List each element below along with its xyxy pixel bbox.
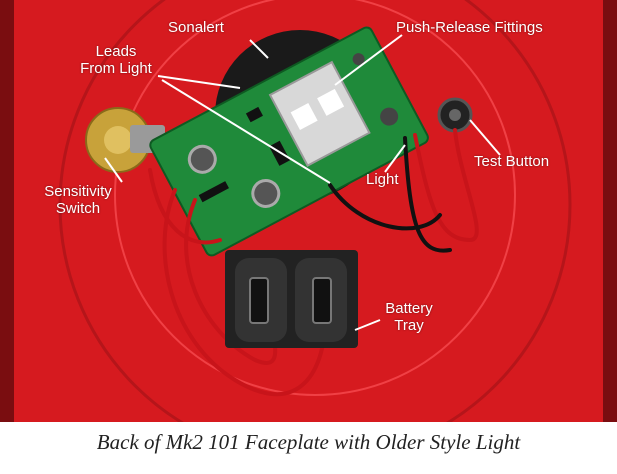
inner-ring	[114, 0, 516, 396]
sensitivity-switch-line-2: Switch	[55, 200, 101, 217]
battery-tray-line-2: Tray	[394, 317, 424, 334]
leads-from-light-line-2: From Light	[80, 60, 152, 77]
leads-from-light-line-1: Leads	[95, 43, 137, 60]
callout-lines	[104, 34, 501, 331]
battery-tray-label: Battery Tray	[374, 300, 444, 334]
battery-tray	[225, 250, 358, 348]
left-edge	[0, 0, 14, 422]
sensitivity-switch-line-1: Sensitivity	[44, 183, 112, 200]
circuit-board	[149, 26, 429, 257]
sensitivity-switch	[85, 107, 165, 173]
leads-from-light-label: Leads From Light	[66, 43, 166, 77]
outer-ring	[58, 0, 572, 422]
figure-caption: Back of Mk2 101 Faceplate with Older Sty…	[96, 430, 521, 454]
test-button	[437, 97, 473, 133]
right-edge	[603, 0, 617, 422]
sensitivity-switch-label: Sensitivity Switch	[28, 183, 128, 217]
light-label: Light	[366, 171, 399, 188]
push-release-fittings-label: Push-Release Fittings	[396, 19, 543, 36]
battery-tray-line-1: Battery	[385, 300, 433, 317]
faceplate-illustration	[0, 0, 617, 422]
sonalert-label: Sonalert	[168, 19, 224, 36]
test-button-label: Test Button	[474, 153, 550, 170]
faceplate-photo	[0, 0, 617, 422]
